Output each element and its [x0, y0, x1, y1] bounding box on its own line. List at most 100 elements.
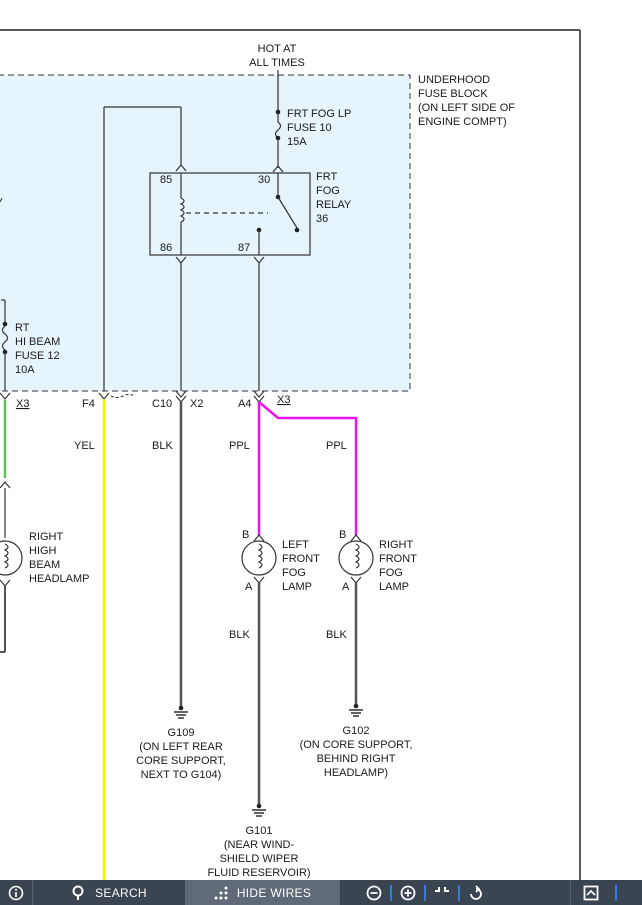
relay-coil	[179, 197, 185, 223]
relay-label-2: FOG	[316, 185, 340, 197]
toolbar-divider	[458, 884, 460, 901]
ground-symbol-g102	[349, 703, 363, 717]
pin30-connector	[272, 165, 284, 173]
pin85-connector	[175, 164, 187, 172]
toolbar-divider	[615, 884, 617, 901]
right-hibeam-label-2: HIGH	[29, 545, 57, 557]
relay-switch-blade	[277, 196, 298, 229]
g101-label-1: G101	[246, 825, 273, 837]
info-button[interactable]	[0, 880, 32, 905]
g102-label-1: G102	[343, 725, 370, 737]
relay-label-4: 36	[316, 213, 328, 225]
fit-icon[interactable]	[434, 885, 450, 901]
right-fog-label-1: RIGHT	[379, 539, 414, 551]
left-fog-conn-a	[253, 576, 265, 584]
g101-label-3: SHIELD WIPER	[220, 853, 299, 865]
wire-color-blk3: BLK	[326, 629, 347, 641]
conn-x3-left: X3	[16, 398, 29, 410]
right-hibeam-label-3: BEAM	[29, 559, 60, 571]
g109-label-4: NEXT TO G104)	[141, 769, 222, 781]
hibeam-fuse-label-3: FUSE 12	[15, 350, 60, 362]
relay-pin-30: 30	[258, 174, 270, 186]
toolbar-separator	[339, 880, 340, 905]
left-fog-lamp	[241, 540, 277, 576]
left-fog-label-2: FRONT	[282, 553, 320, 565]
f4-x-link	[110, 394, 136, 398]
wire-color-ppl2: PPL	[326, 440, 347, 452]
right-fog-lamp	[338, 540, 374, 576]
c10-top-connector	[175, 390, 187, 398]
fog-relay-box	[149, 172, 311, 256]
right-fog-filament	[354, 543, 360, 569]
fuse-block-label-4: ENGINE COMPT)	[418, 116, 507, 128]
right-fog-label-3: FOG	[379, 567, 403, 579]
conn-c10: C10	[152, 398, 172, 410]
g102-label-4: HEADLAMP)	[324, 767, 388, 779]
left-fog-filament	[257, 543, 263, 569]
switch-contact-node	[294, 227, 300, 233]
hibeam-fuse-label-2: HI BEAM	[15, 336, 60, 348]
fuse-block-label-1: UNDERHOOD	[418, 74, 490, 86]
right-fog-label-4: LAMP	[379, 581, 409, 593]
right-fog-pin-b: B	[339, 529, 346, 541]
right-fog-label-2: FRONT	[379, 553, 417, 565]
g101-label-4: FLUID RESERVOIR)	[207, 867, 310, 879]
g101-label-2: (NEAR WIND-	[224, 839, 295, 851]
hibeam-fuse-label-1: RT	[15, 322, 30, 334]
fuse-block-label-3: (ON LEFT SIDE OF	[418, 102, 515, 114]
wire-color-blk2: BLK	[229, 629, 250, 641]
left-fog-pin-a: A	[245, 581, 253, 593]
relay-pin-85: 85	[160, 174, 172, 186]
fog-fuse-label-1: FRT FOG LP	[287, 108, 351, 120]
wires-icon	[214, 886, 228, 899]
hot-label-1: HOT AT	[258, 43, 297, 55]
rotate-icon[interactable]	[468, 884, 484, 901]
relay-label-1: FRT	[316, 171, 337, 183]
hide-wires-label: HIDE WIRES	[236, 885, 312, 900]
hibeam-fuse-label-4: 10A	[15, 364, 35, 376]
wire-color-blk1: BLK	[152, 440, 173, 452]
toolbar-separator	[570, 880, 571, 905]
ppl-wire-right	[258, 401, 358, 536]
search-label: SEARCH	[95, 885, 147, 900]
ground-symbol-g109	[174, 705, 188, 719]
fuse-top-node	[275, 109, 281, 115]
toolbar-divider	[424, 884, 426, 901]
wiring-diagram: HOT AT ALL TIMES UNDERHOOD FUSE BLOCK (O…	[0, 29, 581, 880]
zoom-in-icon[interactable]	[400, 885, 416, 901]
fog-fuse-symbol	[274, 121, 282, 139]
right-hibeam-label-4: HEADLAMP	[29, 573, 90, 585]
expand-icon	[583, 885, 599, 900]
search-icon	[72, 885, 84, 900]
g109-label-3: CORE SUPPORT,	[136, 755, 226, 767]
fog-fuse-label-3: 15A	[287, 136, 307, 148]
offscreen-stub	[0, 197, 3, 203]
left-fog-label-1: LEFT	[282, 539, 309, 551]
hibeam-lamp-conn-bottom	[0, 579, 11, 587]
right-fog-conn-a	[350, 576, 362, 584]
hibeam-filament	[3, 543, 9, 569]
conn-x2: X2	[190, 398, 203, 410]
left-fog-label-4: LAMP	[282, 581, 312, 593]
right-hibeam-label-1: RIGHT	[29, 531, 64, 543]
ground-symbol-g101	[252, 803, 266, 817]
viewer-toolbar: SEARCH HIDE WIRES	[0, 880, 642, 905]
x3-left-connector	[0, 392, 11, 400]
g109-label-2: (ON LEFT REAR	[139, 741, 223, 753]
right-fog-pin-a: A	[342, 581, 350, 593]
fuse-block-label-2: FUSE BLOCK	[418, 88, 488, 100]
search-button[interactable]: SEARCH	[33, 880, 185, 905]
zoom-out-icon[interactable]	[366, 885, 382, 901]
info-icon	[8, 885, 24, 900]
a4-top-connector	[253, 390, 265, 398]
toolbar-divider	[390, 884, 392, 901]
right-hibeam-lamp	[0, 540, 23, 576]
expand-button[interactable]	[571, 880, 611, 905]
left-fog-pin-b: B	[242, 529, 249, 541]
zoom-controls	[340, 880, 570, 905]
hide-wires-button[interactable]: HIDE WIRES	[185, 880, 339, 905]
relay-pin-87: 87	[238, 242, 250, 254]
wire-color-ppl1: PPL	[229, 440, 250, 452]
toolbar-separator	[32, 880, 33, 905]
relay-label-3: RELAY	[316, 199, 352, 211]
